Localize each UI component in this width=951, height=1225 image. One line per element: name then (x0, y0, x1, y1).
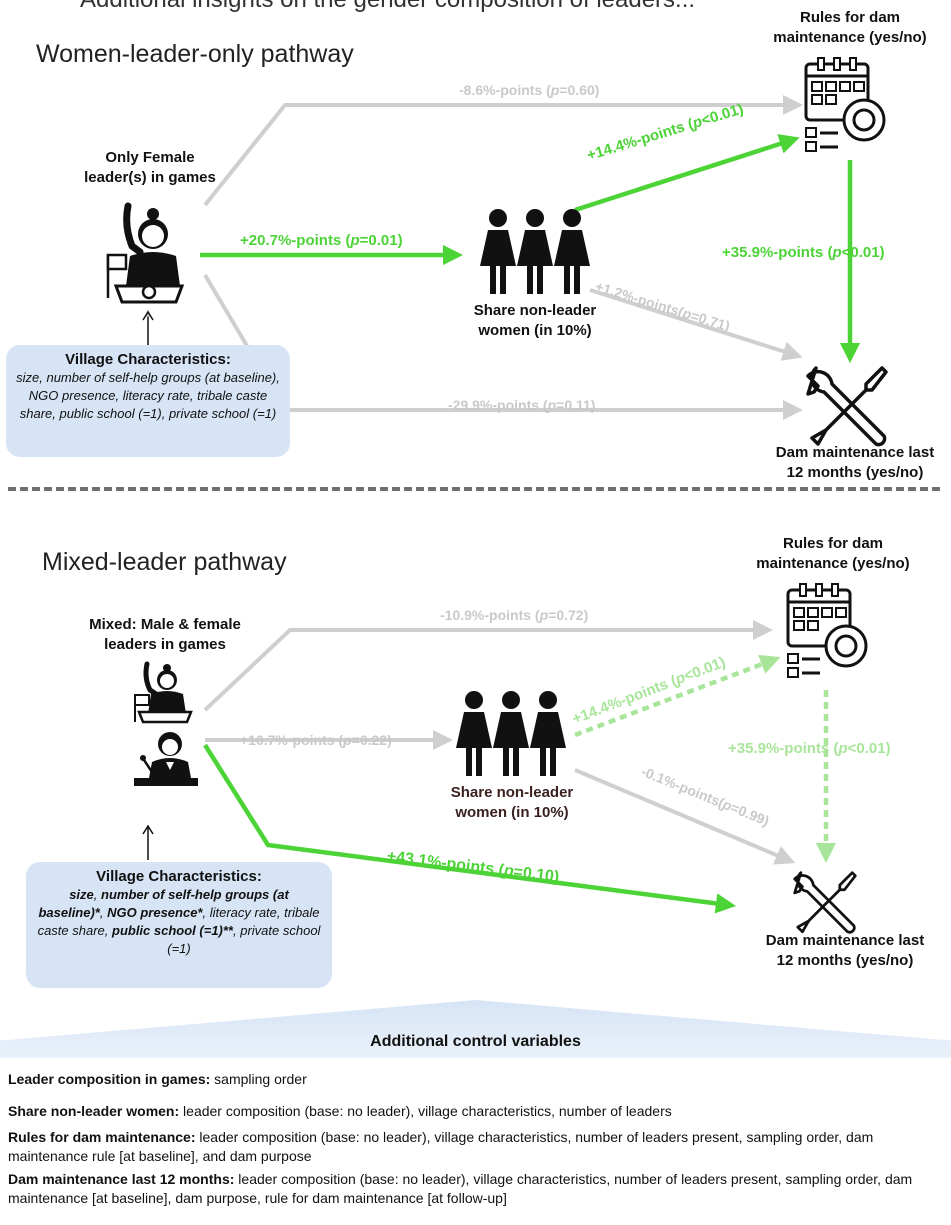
top-village-box: Village Characteristics: size, number of… (6, 345, 290, 457)
control-item: Share non-leader women: leader compositi… (8, 1103, 672, 1119)
controls-title: Additional control variables (370, 1033, 581, 1050)
control-item: Leader composition in games: sampling or… (8, 1071, 307, 1087)
top-rules-label: Rules for dam maintenance (yes/no) (773, 9, 927, 46)
arrow-top-leader-to-rules (203, 95, 803, 207)
wrench-screwdriver-icon (802, 362, 892, 452)
women-group-icon (456, 690, 566, 780)
arrow-top-village-to-leader-head (142, 310, 154, 321)
bottom-edge-leader-women: +10.7%-points (p=0.22) (240, 732, 392, 748)
arrow-bottom-leader-to-dam (203, 743, 737, 914)
section-divider (8, 487, 940, 491)
bottom-village-box: Village Characteristics: size, number of… (26, 862, 332, 988)
calendar-gear-icon (800, 56, 890, 156)
bottom-leader-label: Mixed: Male & female leaders in games (89, 616, 241, 653)
male-leader-icon (130, 730, 202, 790)
arrow-bottom-leader-to-rules (203, 620, 773, 712)
bottom-village-body: size, number of self-help groups (at bas… (37, 887, 321, 956)
arrow-bottom-village-to-leader-head (142, 824, 154, 835)
bottom-dam-label: Dam maintenance last 12 months (yes/no) (765, 932, 925, 969)
female-leader-icon (98, 198, 198, 308)
bottom-section-title: Mixed-leader pathway (42, 548, 287, 576)
top-village-body: size, number of self-help groups (at bas… (16, 370, 280, 421)
bottom-rules-label: Rules for dam maintenance (yes/no) (756, 535, 910, 572)
control-item: Rules for dam maintenance: leader compos… (8, 1129, 874, 1164)
control-item: Dam maintenance last 12 months: leader c… (8, 1171, 913, 1206)
top-women-label: Share non-leader women (in 10%) (473, 302, 597, 339)
arrow-bottom-women-to-dam (574, 768, 796, 865)
top-section-title: Women-leader-only pathway (36, 40, 354, 68)
bottom-women-label: Share non-leader women (in 10%) (450, 784, 574, 821)
bottom-edge-rules-dam: +35.9%-points (p<0.01) (728, 740, 891, 757)
top-leader-label: Only Female leader(s) in games (84, 149, 216, 186)
bottom-edge-leader-rules: -10.9%-points (p=0.72) (440, 607, 589, 623)
bottom-village-title: Village Characteristics: (96, 868, 262, 885)
calendar-gear-icon (782, 582, 872, 682)
top-dam-label: Dam maintenance last 12 months (yes/no) (775, 444, 935, 481)
top-edge-leader-rules: -8.6%-points (p=0.60) (459, 82, 600, 98)
wrench-screwdriver-icon (790, 868, 860, 938)
top-edge-leader-women: +20.7%-points (p=0.01) (240, 232, 403, 249)
arrow-top-women-to-rules (574, 134, 800, 213)
women-group-icon (480, 208, 590, 298)
top-village-title: Village Characteristics: (65, 351, 231, 368)
cutoff-figure-title: Additional insights on the gender compos… (80, 0, 695, 14)
female-leader-icon (125, 660, 205, 724)
arrow-top-women-to-dam (589, 288, 803, 361)
top-edge-rules-dam: +35.9%-points (p<0.01) (722, 244, 885, 261)
top-edge-leader-dam: -29.9%-points (p=0.11) (448, 397, 596, 413)
